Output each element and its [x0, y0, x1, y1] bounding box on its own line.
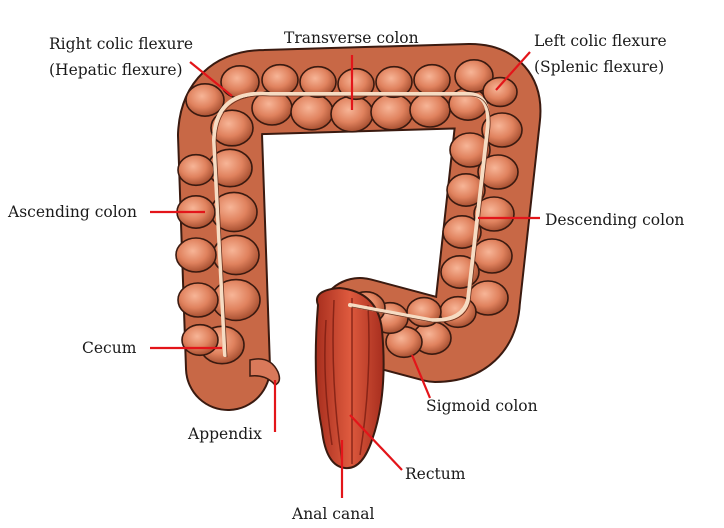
haustrum: [413, 63, 451, 97]
tenia-coli: [211, 91, 491, 357]
haustrum: [482, 76, 518, 108]
label-transverse-colon: Transverse colon: [284, 29, 419, 47]
haustrum: [337, 67, 375, 101]
haustrum: [375, 65, 413, 99]
haustrum: [290, 93, 334, 131]
haustrum: [477, 154, 519, 190]
label-descending-colon: Descending colon: [545, 211, 685, 229]
label-right-colic-flexure: Right colic flexure: [49, 35, 194, 53]
haustrum: [481, 112, 523, 148]
label-cecum: Cecum: [82, 339, 137, 357]
label-rectum: Rectum: [405, 465, 466, 483]
label-sigmoid-colon: Sigmoid colon: [426, 397, 538, 415]
leader-left-colic-flexure: [495, 51, 531, 91]
haustrum: [449, 132, 491, 168]
haustrum: [409, 92, 451, 128]
haustrum: [177, 282, 219, 318]
label-splenic-flexure: (Splenic flexure): [534, 58, 665, 76]
label-appendix: Appendix: [188, 425, 262, 443]
haustrum: [442, 215, 482, 249]
leader-rectum: [349, 414, 403, 471]
haustrum: [177, 153, 215, 187]
haustrum: [185, 83, 225, 117]
haustrum: [299, 65, 337, 99]
label-hepatic-flexure: (Hepatic flexure): [49, 61, 183, 79]
rectum-body: [314, 286, 385, 470]
haustrum: [261, 63, 299, 97]
haustrum: [210, 109, 254, 147]
haustrum: [181, 323, 219, 357]
haustrum: [370, 93, 414, 131]
label-ascending-colon: Ascending colon: [8, 203, 137, 221]
leader-right-colic-flexure: [189, 61, 233, 97]
leader-sigmoid-colon: [410, 354, 432, 399]
haustrum: [211, 278, 261, 322]
haustrum: [175, 237, 217, 273]
label-left-colic-flexure: Left colic flexure: [534, 32, 667, 50]
haustrum: [446, 173, 486, 207]
label-anal-canal: Anal canal: [292, 505, 375, 523]
haustrum: [473, 196, 515, 232]
appendix-body: [249, 358, 281, 386]
haustrum: [454, 59, 494, 93]
leader-lines: [150, 51, 540, 498]
